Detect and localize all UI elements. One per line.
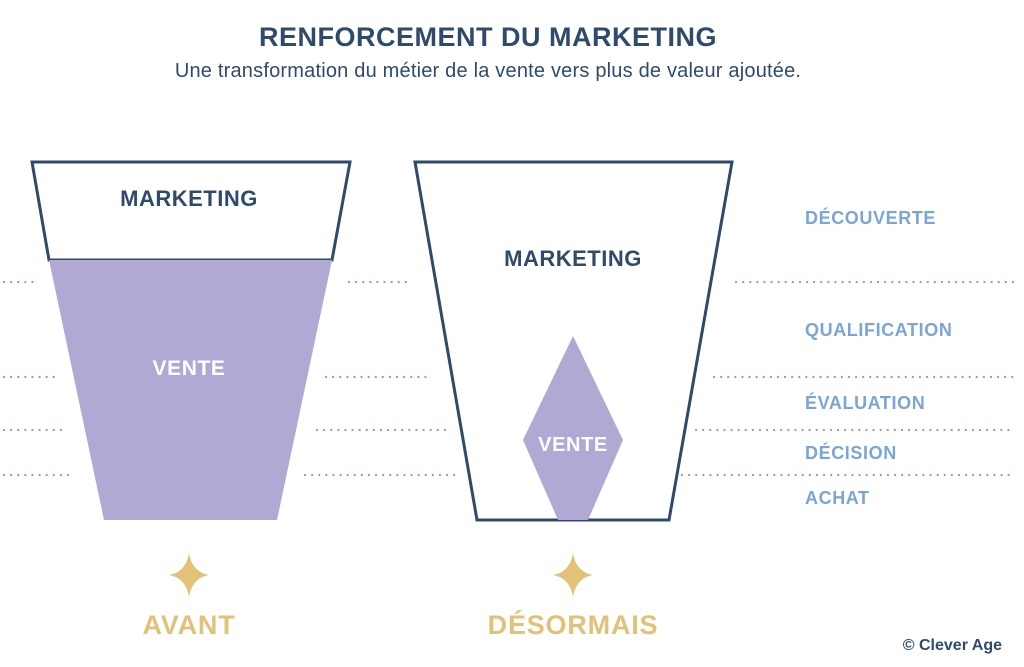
funnel-before-vente-label: VENTE	[152, 357, 225, 380]
funnel-before-marketing-band	[30, 160, 352, 262]
funnel-after-vente-label: VENTE	[538, 434, 608, 456]
dotted-guides	[2, 280, 1016, 477]
funnel-after-marketing-label: MARKETING	[504, 246, 642, 271]
funnel-before: MARKETING VENTE	[30, 160, 352, 520]
funnel-before-marketing-label: MARKETING	[120, 186, 258, 211]
funnel-before-vente-fill	[49, 260, 332, 520]
caption-after: DÉSORMAIS	[487, 610, 659, 640]
sparkle-icon	[169, 553, 209, 597]
copyright-notice: © Clever Age	[902, 637, 1002, 654]
funnel-after-vente-diamond	[523, 336, 623, 520]
page-subtitle: Une transformation du métier de la vente…	[174, 60, 802, 82]
sparkle-icon	[553, 553, 593, 597]
stage-label-qualification: QUALIFICATION	[805, 320, 953, 340]
page-title: RENFORCEMENT DU MARKETING	[259, 22, 717, 52]
stage-label-decision: DÉCISION	[805, 443, 897, 463]
stage-label-achat: ACHAT	[805, 488, 870, 508]
stage-label-evaluation: ÉVALUATION	[805, 393, 926, 413]
caption-before: AVANT	[142, 610, 236, 640]
stage-label-decouverte: DÉCOUVERTE	[805, 208, 937, 228]
funnel-after: MARKETING VENTE	[413, 160, 734, 522]
